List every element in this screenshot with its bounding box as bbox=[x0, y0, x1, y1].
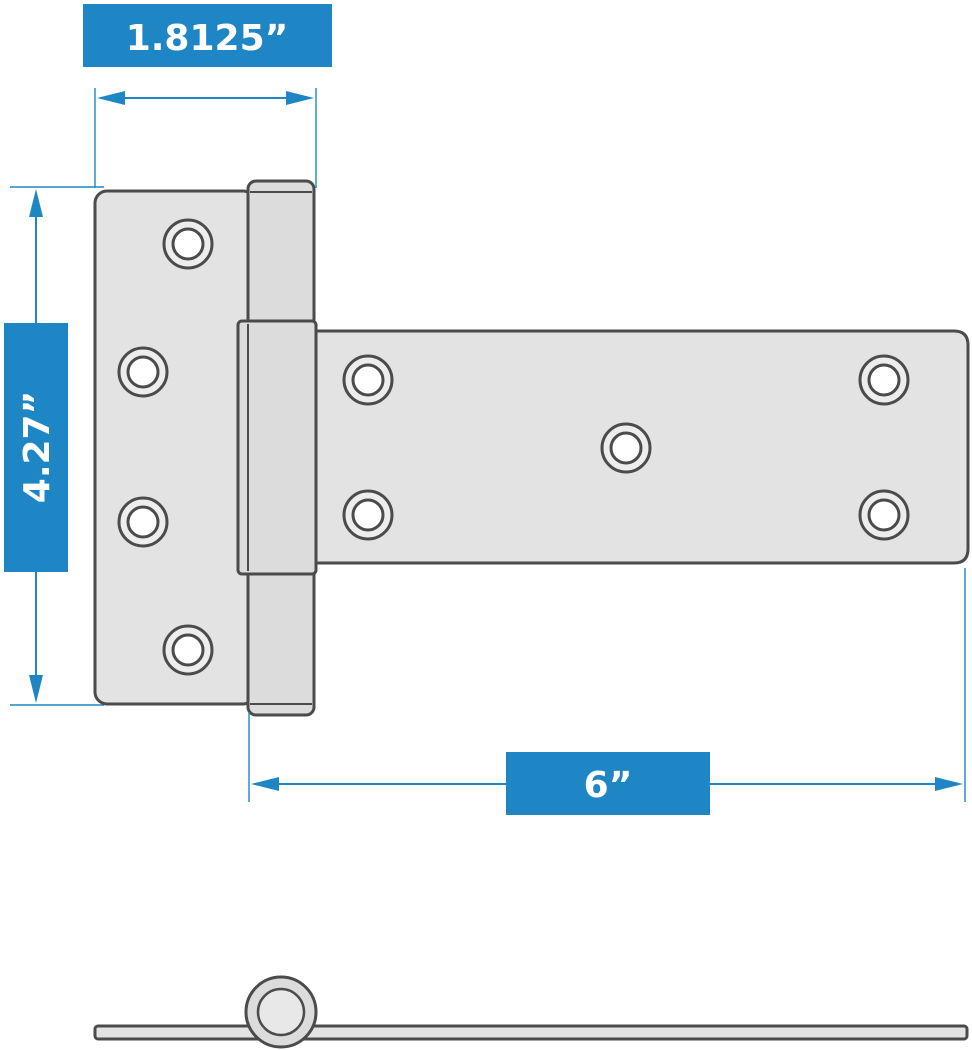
leaf-screw-hole bbox=[162, 624, 214, 676]
strap-screw-hole bbox=[858, 489, 910, 541]
length-arrow-right-icon bbox=[935, 777, 963, 791]
height-label: 4.27” bbox=[17, 391, 58, 503]
width-dimension: 1.8125” bbox=[83, 4, 332, 188]
strap-screw-hole bbox=[342, 489, 394, 541]
hinge-strap-knuckle bbox=[236, 319, 318, 576]
strap-screw-hole bbox=[858, 354, 910, 406]
length-arrow-left-icon bbox=[251, 777, 279, 791]
strap-screw-hole bbox=[600, 422, 652, 474]
length-dimension: 6” bbox=[248, 568, 966, 815]
length-label: 6” bbox=[584, 765, 633, 806]
width-arrow-right-icon bbox=[286, 91, 314, 105]
strap-screw-hole bbox=[342, 354, 394, 406]
leaf-screw-hole bbox=[162, 218, 214, 270]
hinge-side-view bbox=[93, 975, 969, 1049]
side-view-pin bbox=[256, 987, 306, 1037]
leaf-screw-hole bbox=[117, 496, 169, 548]
width-label-box bbox=[83, 4, 332, 67]
width-arrow-left-icon bbox=[97, 91, 125, 105]
hinge-barrel-upper bbox=[246, 179, 316, 329]
hinge-barrel-lower bbox=[246, 565, 316, 717]
side-view-plate bbox=[93, 1024, 969, 1041]
height-label-box bbox=[4, 323, 68, 572]
leaf-screw-hole bbox=[117, 346, 169, 398]
height-arrow-down-icon bbox=[29, 675, 43, 703]
width-label: 1.8125” bbox=[126, 18, 289, 59]
height-arrow-up-icon bbox=[29, 189, 43, 217]
height-dimension: 4.27” bbox=[4, 186, 104, 706]
length-label-box bbox=[506, 752, 710, 815]
hinge-leaf-plate bbox=[93, 189, 257, 706]
hinge-front-view bbox=[93, 179, 970, 717]
